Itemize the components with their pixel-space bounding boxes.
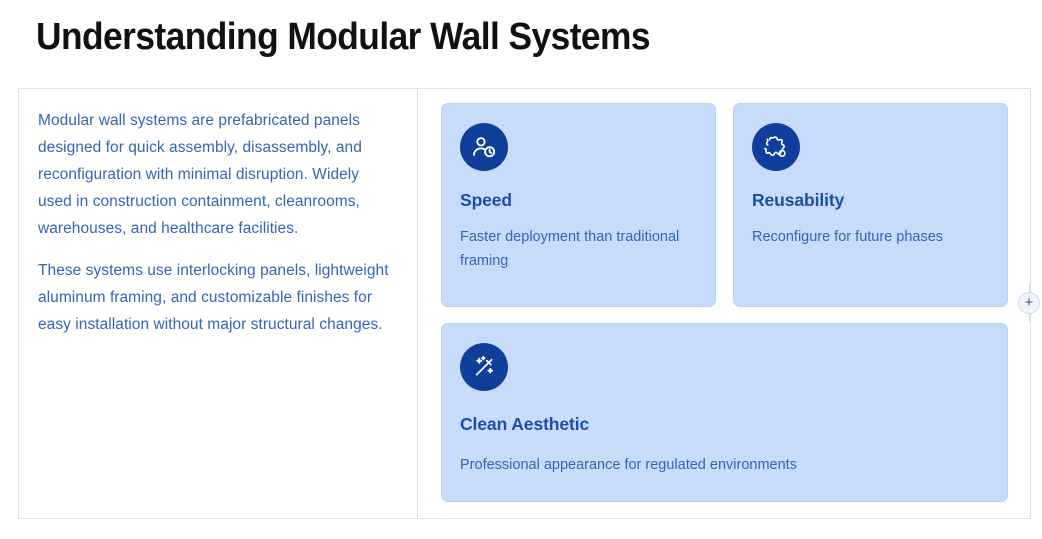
text-column: Modular wall systems are prefabricated p… <box>19 89 418 518</box>
user-clock-icon <box>460 123 508 171</box>
add-section-handle[interactable]: + <box>1018 284 1042 322</box>
add-section-button[interactable]: + <box>1018 292 1040 314</box>
feature-card-title: Reusability <box>752 190 845 210</box>
content-panel: Modular wall systems are prefabricated p… <box>18 88 1031 519</box>
feature-card-description: Professional appearance for regulated en… <box>460 457 797 473</box>
puzzle-pieces-icon <box>752 123 800 171</box>
feature-card-title: Speed <box>460 190 513 210</box>
magic-wand-icon <box>460 343 508 391</box>
plus-icon: + <box>1024 294 1034 311</box>
intro-paragraph-2: These systems use interlocking panels, l… <box>38 262 389 333</box>
feature-card-speed[interactable]: Speed Faster deployment than traditional… <box>441 103 716 307</box>
card-row-top: Speed Faster deployment than traditional… <box>441 103 1008 307</box>
feature-card-description: Reconfigure for future phases <box>752 229 944 245</box>
feature-card-clean-aesthetic[interactable]: Clean Aesthetic Professional appearance … <box>441 323 1008 502</box>
feature-card-description: Faster deployment than traditional frami… <box>460 229 680 269</box>
cards-column: Speed Faster deployment than traditional… <box>418 89 1030 518</box>
intro-paragraph-1: Modular wall systems are prefabricated p… <box>38 112 362 237</box>
feature-card-title: Clean Aesthetic <box>460 414 590 434</box>
page-title: Understanding Modular Wall Systems <box>36 16 651 58</box>
feature-card-reusability[interactable]: Reusability Reconfigure for future phase… <box>733 103 1008 307</box>
